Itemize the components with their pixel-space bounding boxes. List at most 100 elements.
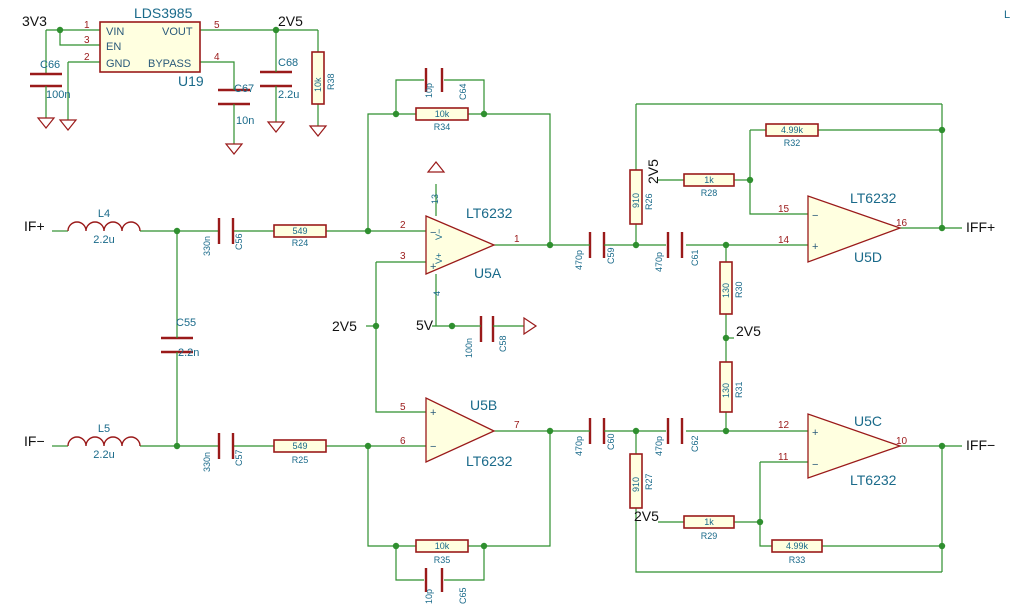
u5d-pin-16: 16 <box>896 218 908 229</box>
regulator-pin-en-label: EN <box>106 41 121 53</box>
opamp-u5c: + − U5C LT6232 12 11 10 <box>778 413 908 488</box>
ground-icon <box>308 125 328 137</box>
u5d-plus-sign: + <box>812 241 818 253</box>
u5c-pin-12: 12 <box>778 420 790 431</box>
u5a-pin-13: 13 <box>430 194 440 204</box>
c57-value: 330n <box>202 452 212 472</box>
c56-ref: C56 <box>234 233 244 250</box>
resistor-r38: 10k R38 <box>311 51 336 105</box>
c59-value: 470p <box>574 250 584 270</box>
net-2v5-r26-label: 2V5 <box>645 159 661 184</box>
u5a-vplus-label: V+ <box>434 253 444 264</box>
l4-value: 2.2u <box>93 234 114 246</box>
r38-value: 10k <box>313 77 323 92</box>
r38-ref: R38 <box>326 73 336 90</box>
c58-ref: C58 <box>498 335 508 352</box>
l5-value: 2.2u <box>93 449 114 461</box>
c68-ref: C68 <box>278 57 298 69</box>
c59-ref: C59 <box>606 247 616 264</box>
resistor-r33: 4.99k R33 <box>771 539 823 565</box>
u5c-pin-10: 10 <box>896 436 908 447</box>
c67-value: 10n <box>236 115 254 127</box>
net-iff-plus-label: IFF+ <box>966 219 995 235</box>
u5c-pin-11: 11 <box>778 452 789 463</box>
r35-value: 10k <box>435 541 450 551</box>
wires <box>45 29 962 581</box>
capacitor-c58: 100n C58 <box>464 316 508 358</box>
capacitor-c65: 10p C65 <box>424 568 468 604</box>
resistor-r27: 910 R27 <box>629 453 654 509</box>
net-if-minus-label: IF− <box>24 433 45 449</box>
l4-ref: L4 <box>98 208 110 220</box>
u5a-ref-label: U5A <box>474 265 502 281</box>
regulator-pin-vin-label: VIN <box>106 26 124 38</box>
u5d-ref-label: U5D <box>854 249 882 265</box>
u5a-minus-sign: − <box>430 227 436 239</box>
capacitor-c56: 330n C56 <box>202 218 244 256</box>
opamp-u5d: − + LT6232 U5D 15 14 16 <box>778 190 908 265</box>
c66-value: 100n <box>46 89 70 101</box>
r31-ref: R31 <box>734 381 744 398</box>
c60-ref: C60 <box>606 433 616 450</box>
regulator-u19: LDS3985 U19 VIN EN GND VOUT BYPASS 1 3 2… <box>84 5 220 89</box>
regulator-pin-1-number: 1 <box>84 20 90 31</box>
u5a-vminus-label: V− <box>434 229 444 240</box>
u5a-plus-sign: + <box>430 261 436 273</box>
u5b-pin-6: 6 <box>400 436 406 447</box>
resistor-r28: 1k R28 <box>683 173 735 198</box>
u5a-pin-2: 2 <box>400 220 406 231</box>
r32-ref: R32 <box>784 138 801 148</box>
r28-ref: R28 <box>701 188 718 198</box>
r25-ref: R25 <box>292 455 309 465</box>
c64-value: 10p <box>424 83 434 98</box>
inductor-l5: L5 2.2u <box>67 423 141 461</box>
r29-ref: R29 <box>701 531 718 541</box>
resistor-r29: 1k R29 <box>683 515 735 541</box>
r25-value: 549 <box>292 441 307 451</box>
opamp-u5b: + − U5B LT6232 5 6 7 <box>400 396 520 469</box>
c64-ref: C64 <box>458 83 468 100</box>
capacitor-c66: C66 100n <box>30 59 70 101</box>
u5d-pin-15: 15 <box>778 204 790 215</box>
resistor-r24: 549 R24 <box>273 224 327 248</box>
u5c-part-label: LT6232 <box>850 472 897 488</box>
c56-value: 330n <box>202 236 212 256</box>
u5d-part-label: LT6232 <box>850 190 897 206</box>
r24-ref: R24 <box>292 238 309 248</box>
u5a-part-label: LT6232 <box>466 205 513 221</box>
capacitor-c59: 470p C59 <box>574 232 616 270</box>
regulator-part-label: LDS3985 <box>134 5 193 21</box>
u5d-pin-14: 14 <box>778 235 790 246</box>
regulator-pin-vout-label: VOUT <box>162 26 193 38</box>
u5c-minus-sign: − <box>812 459 818 471</box>
r30-ref: R30 <box>734 281 744 298</box>
ground-icon <box>523 316 538 336</box>
r34-value: 10k <box>435 109 450 119</box>
c66-ref: C66 <box>40 59 60 71</box>
regulator-pin-5-number: 5 <box>214 20 220 31</box>
c67-ref: C67 <box>234 83 254 95</box>
capacitor-c67: C67 10n <box>218 83 254 127</box>
ground-icon <box>266 121 286 133</box>
net-2v5-top-label: 2V5 <box>278 13 303 29</box>
r24-value: 549 <box>292 226 307 236</box>
u5a-pin-3: 3 <box>400 251 406 262</box>
c68-value: 2.2u <box>278 89 299 101</box>
net-2v5-left-label: 2V5 <box>332 318 357 334</box>
r27-value: 910 <box>631 477 641 492</box>
c62-ref: C62 <box>690 435 700 452</box>
c60-value: 470p <box>574 436 584 456</box>
regulator-pin-3-number: 3 <box>84 35 90 46</box>
c65-ref: C65 <box>458 587 468 604</box>
r26-ref: R26 <box>644 193 654 210</box>
u5a-pin-1: 1 <box>514 234 520 245</box>
regulator-pin-4-number: 4 <box>214 52 220 63</box>
resistor-r25: 549 R25 <box>273 439 327 465</box>
capacitor-c68: C68 2.2u <box>260 57 299 101</box>
r28-value: 1k <box>704 175 714 185</box>
capacitor-c62: 470p C62 <box>654 418 700 456</box>
c57-ref: C57 <box>234 449 244 466</box>
u5b-part-label: LT6232 <box>466 453 513 469</box>
resistor-r32: 4.99k R32 <box>765 123 819 148</box>
